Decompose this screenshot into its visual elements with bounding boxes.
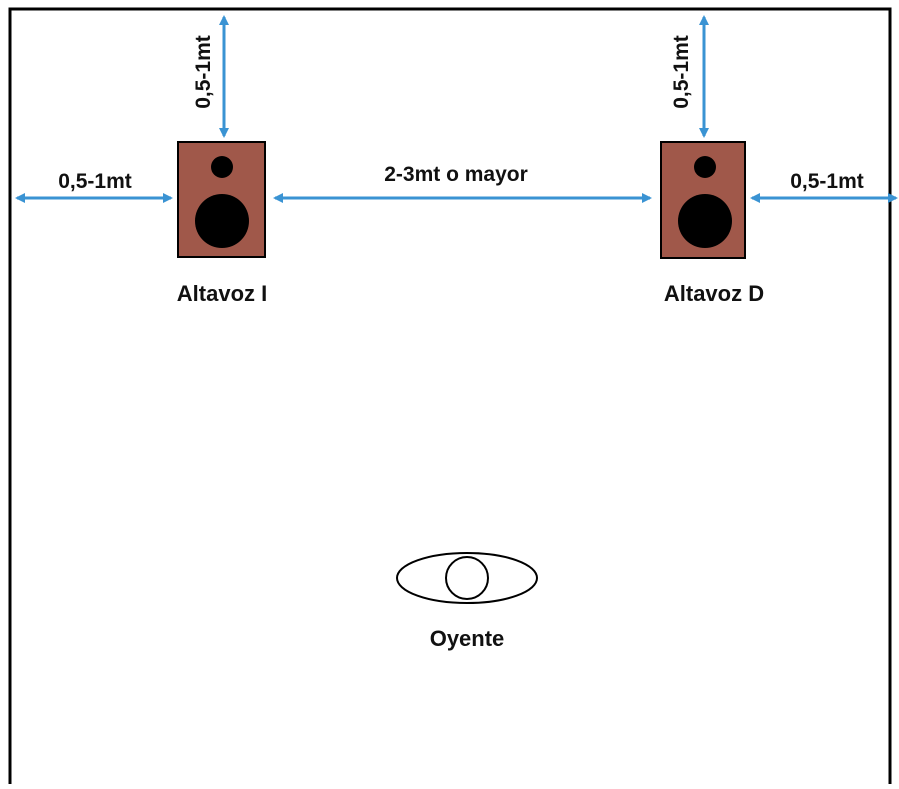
right-speaker-icon	[660, 141, 746, 259]
left-speaker-tweeter	[211, 156, 233, 178]
between-speakers-distance-label: 2-3mt o mayor	[384, 163, 528, 186]
right-side-distance-label: 0,5-1mt	[790, 170, 864, 193]
listener-eye-icon	[396, 552, 538, 604]
listener-label: Oyente	[430, 626, 505, 651]
left-top-distance-label: 0,5-1mt	[192, 35, 215, 109]
listener-eye-pupil	[445, 556, 489, 600]
room-outline	[8, 7, 892, 784]
left-speaker-woofer	[195, 194, 249, 248]
right-speaker-label: Altavoz D	[664, 281, 764, 306]
left-side-distance-label: 0,5-1mt	[58, 170, 132, 193]
left-speaker-icon	[177, 141, 266, 258]
right-top-distance-label: 0,5-1mt	[670, 35, 693, 109]
right-speaker-tweeter	[694, 156, 716, 178]
left-speaker-label: Altavoz I	[177, 281, 267, 306]
right-speaker-woofer	[678, 194, 732, 248]
